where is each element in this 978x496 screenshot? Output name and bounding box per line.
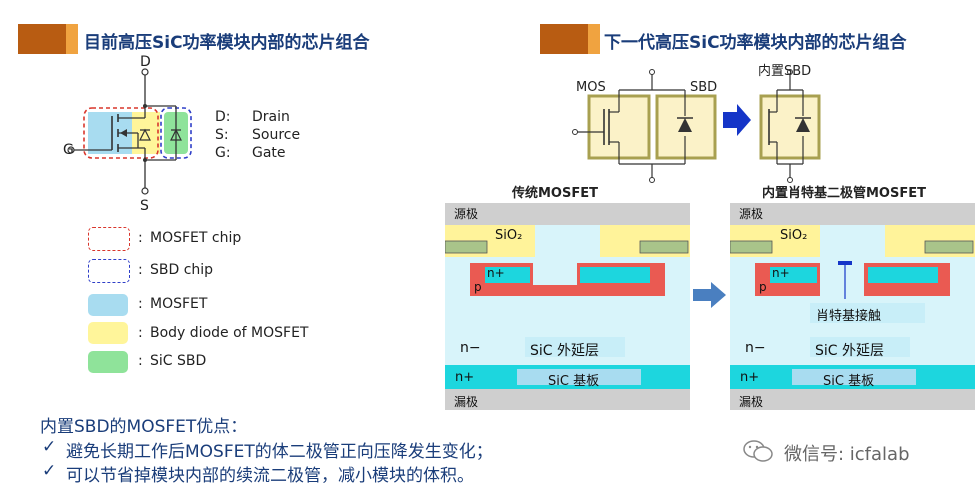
mosfet-chip-outline <box>83 107 159 159</box>
watermark-text: 微信号: icfalab <box>784 444 910 465</box>
legend-source-key: S: <box>215 127 229 143</box>
source-metal-layer <box>445 203 690 225</box>
legend-mosfet-chip-label: MOSFET chip <box>150 230 242 246</box>
cs1-n-minus: n− <box>460 340 481 356</box>
cs1-source: 源极 <box>454 207 479 221</box>
legend-source-value: Source <box>252 127 301 143</box>
legend-sep-3: : <box>138 296 143 312</box>
poly-gate <box>445 240 488 254</box>
legend-sep-1: : <box>138 230 143 246</box>
cs2-p: p <box>759 280 767 294</box>
cs2-substrate: SiC 基板 <box>823 374 875 389</box>
legend-sic-sbd-label: SiC SBD <box>150 353 207 369</box>
legend-sic-sbd-swatch <box>88 351 128 373</box>
legend-sbd-chip-label: SBD chip <box>150 262 214 278</box>
cs2-drain: 漏极 <box>739 395 764 409</box>
legend-sep-5: : <box>138 353 143 369</box>
advantage-2-check-icon: ✓ <box>42 461 57 481</box>
advantage-2-text: 可以节省掉模块内部的续流二极管，减小模块的体积。 <box>66 466 474 486</box>
legend-drain-value: Drain <box>252 109 290 125</box>
embedded-sbd-chip <box>759 94 821 160</box>
header-block-left <box>18 24 78 54</box>
advantage-1-check-icon: ✓ <box>42 437 57 457</box>
cs1-p: p <box>474 280 482 294</box>
mos-chip-label: MOS <box>576 80 606 95</box>
chip-combination-diagram <box>572 69 821 183</box>
drain-metal-layer <box>445 389 690 410</box>
legend-mosfet-chip-swatch <box>88 227 130 251</box>
legend-body-diode-label: Body diode of MOSFET <box>150 325 309 341</box>
left-section-title: 目前高压SiC功率模块内部的芯片组合 <box>84 33 370 53</box>
advantage-1-text: 避免长期工作后MOSFET的体二极管正向压降发生变化； <box>66 442 493 462</box>
embedded-sbd-label: 内置SBD <box>758 64 812 79</box>
sbd-chip-label: SBD <box>690 80 718 95</box>
advantages-title: 内置SBD的MOSFET优点： <box>40 417 248 437</box>
cs2-n-minus: n− <box>745 340 766 356</box>
cs2-source: 源极 <box>739 207 764 221</box>
cs1-drain: 漏极 <box>454 395 479 409</box>
mosfet-sbd-circuit-diagram <box>67 68 192 195</box>
legend-drain-key: D: <box>215 109 231 125</box>
right-section-title: 下一代高压SiC功率模块内部的芯片组合 <box>604 33 907 53</box>
cs1-n-plus: n+ <box>487 266 505 280</box>
cs2-sio2: SiO₂ <box>780 228 808 243</box>
cs1-sio2: SiO₂ <box>495 228 523 243</box>
legend-gate-value: Gate <box>252 145 286 161</box>
cross-section-arrow-icon <box>693 282 726 308</box>
wechat-icon <box>743 440 773 462</box>
header-block-right <box>540 24 600 54</box>
cs1-n-plus-sub: n+ <box>455 370 475 385</box>
legend-gate-key: G: <box>215 145 231 161</box>
transition-arrow-icon <box>723 104 751 136</box>
drain-label: D <box>140 54 151 70</box>
cs2-n-plus-sub: n+ <box>740 370 760 385</box>
source-label: S <box>140 198 149 214</box>
cs1-epi: SiC 外延层 <box>530 343 600 359</box>
legend-mosfet-swatch <box>88 294 128 316</box>
sbd-symbol-icon <box>678 118 692 132</box>
n-plus-region <box>485 267 530 283</box>
schottky-contact <box>838 261 852 265</box>
gate-terminal <box>67 146 75 154</box>
legend-sbd-chip-swatch <box>88 259 130 283</box>
embedded-sbd-mosfet-cross-section <box>730 203 975 410</box>
gate-label: G <box>63 142 74 158</box>
legend-sep-2: : <box>138 262 143 278</box>
cs2-epi: SiC 外延层 <box>815 343 885 359</box>
cs2-n-plus: n+ <box>772 266 790 280</box>
cs2-schottky: 肖特基接触 <box>816 309 882 324</box>
cross-section-2-title: 内置肖特基二极管MOSFET <box>762 186 926 201</box>
body-diode-icon <box>139 128 151 141</box>
legend-body-diode-swatch <box>88 322 128 344</box>
conventional-mosfet-cross-section <box>445 203 690 410</box>
sbd-diode-icon <box>170 128 182 141</box>
cs1-substrate: SiC 基板 <box>548 374 600 389</box>
legend-mosfet-label: MOSFET <box>150 296 208 312</box>
source-terminal <box>141 187 149 195</box>
cross-section-1-title: 传统MOSFET <box>512 186 598 201</box>
legend-sep-4: : <box>138 325 143 341</box>
